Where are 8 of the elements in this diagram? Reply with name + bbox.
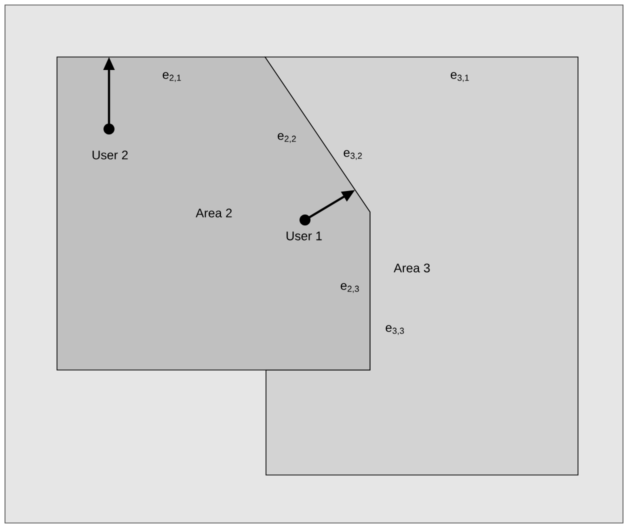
area-label: e$_{3,1}$	[450, 72, 469, 82]
area-label: e$_{2,1}$	[162, 72, 181, 82]
area-label: User 1	[286, 232, 322, 240]
area-label: User 2	[92, 150, 128, 160]
area-label: e$_{3,2}$	[344, 150, 362, 160]
area-label: e$_{2,2}$	[278, 133, 296, 143]
area-label: e$_{3,3}$	[386, 325, 404, 335]
area-label: e$_{2,3}$	[340, 283, 359, 293]
